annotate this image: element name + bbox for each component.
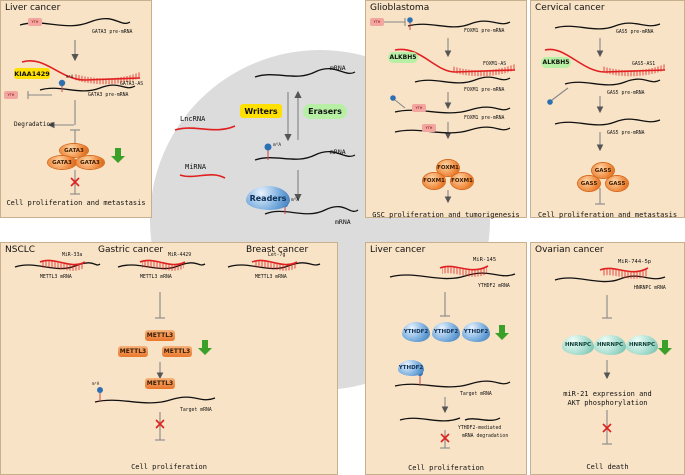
- gata3-protein: GATA3: [76, 156, 104, 169]
- panel-title: Glioblastoma: [370, 3, 430, 13]
- down-arrow-icon: [495, 325, 509, 340]
- readers-shell: Readers: [246, 186, 290, 210]
- panel-outcome: Cell proliferation and metastasis: [537, 211, 678, 219]
- mrna-bottom-line: [264, 205, 359, 215]
- label: YTHDF2-mediated: [458, 426, 502, 431]
- label: YTHDF2 mRNA: [478, 284, 510, 289]
- label: GATA3 pre-mRNA: [92, 30, 133, 35]
- reader-tab-icon: YTH: [412, 104, 426, 112]
- panel-outcome: GSC proliferation and tumorigenesis: [372, 211, 520, 219]
- m6a-label: m⁶A: [273, 143, 282, 148]
- label: LncRNA: [180, 115, 206, 123]
- reader-tab-icon: YTH: [422, 124, 436, 132]
- lncrna-line: [174, 125, 236, 131]
- label: METTL3 mRNA: [140, 275, 172, 280]
- gata3-protein: GATA3: [48, 156, 76, 169]
- panel-title: Cervical cancer: [535, 3, 605, 13]
- label: MiR-33a: [62, 253, 83, 258]
- label: AKT phosphorylation: [567, 399, 648, 407]
- label: GAS5 pre-mRNA: [607, 131, 645, 136]
- label: mRNA: [335, 218, 351, 226]
- label: METTL3 mRNA: [40, 275, 72, 280]
- panel-glioblastoma: Glioblastoma GSC proliferation and tumor…: [365, 0, 527, 219]
- label: mRNA: [330, 64, 346, 72]
- mettl3-protein: METTL3: [145, 330, 175, 341]
- mrna-top-line: [254, 67, 356, 78]
- gata3-as-hatch: [75, 72, 140, 85]
- label: miR-21 expression and: [563, 390, 652, 398]
- mrna-mid-line: [254, 150, 356, 161]
- panel-outcome: Cell proliferation: [408, 464, 484, 472]
- label: mRNA: [330, 148, 346, 156]
- ythdf2-shell: YTHDF2: [462, 322, 490, 342]
- gas5-protein: GAS5: [592, 163, 614, 178]
- gas5-protein: GAS5: [606, 176, 628, 191]
- hnrnpc-shell: HNRNPC: [562, 335, 594, 355]
- foxm1-protein: FOXM1: [451, 173, 473, 189]
- label: GAS5 pre-mRNA: [616, 30, 654, 35]
- ythdf2-shell: YTHDF2: [432, 322, 460, 342]
- gata3-pre-mrna2-line: [39, 84, 136, 92]
- panel-title-gastric: Gastric cancer: [98, 245, 164, 255]
- label: Target mRNA: [180, 408, 212, 413]
- label: Degradation: [14, 121, 54, 128]
- m6a-label: m⁶A: [92, 381, 100, 386]
- mettl3-protein: METTL3: [162, 346, 192, 357]
- panel-title-breast: Breast cancer: [246, 245, 309, 255]
- inhibit-x-icon: [70, 177, 80, 187]
- down-arrow-icon: [198, 340, 212, 355]
- panel-title-nsclc: NSCLC: [5, 245, 36, 255]
- panel-title: Liver cancer: [5, 3, 61, 13]
- label: Target mRNA: [460, 392, 492, 397]
- panel-title: Ovarian cancer: [535, 245, 604, 255]
- label: FOXM1 pre-mRNA: [464, 88, 505, 93]
- gata3-protein: GATA3: [60, 144, 88, 157]
- label: MiR-744-5p: [618, 259, 652, 265]
- down-arrow-icon: [111, 148, 125, 163]
- label: HNRNPC mRNA: [634, 286, 666, 291]
- kiaa1429-box: KIAA1429: [14, 68, 50, 79]
- mettl3-protein: METTL3: [145, 378, 175, 389]
- label: Let-7g: [268, 253, 286, 258]
- down-arrow-icon: [658, 340, 672, 355]
- m6a-label: m⁶A: [291, 198, 300, 203]
- foxm1-protein: FOXM1: [437, 160, 459, 176]
- label: MiR-145: [473, 257, 497, 263]
- panel-outcome: Cell death: [586, 463, 629, 471]
- panel-title: Liver cancer: [370, 245, 426, 255]
- m6a-label: m⁶A: [66, 74, 74, 79]
- reader-tab-icon: YTH: [370, 18, 384, 26]
- ythdf2-shell: YTHDF2: [398, 360, 424, 376]
- alkbh5-pill: ALKBH5: [541, 57, 571, 68]
- label: GAS5 pre-mRNA: [607, 91, 645, 96]
- label: GATA3 pre-mRNA: [88, 93, 129, 98]
- label: FOXM1 pre-mRNA: [464, 116, 505, 121]
- reader-tab-icon: YTH: [4, 91, 18, 99]
- label: GATA3-AS: [120, 82, 144, 87]
- label: MiR-4429: [168, 253, 192, 258]
- label: METTL3 mRNA: [255, 275, 287, 280]
- down-arrow-icon: [636, 155, 650, 170]
- m6a-dot: [58, 79, 66, 87]
- hnrnpc-shell: HNRNPC: [626, 335, 658, 355]
- label: mRNA degradation: [462, 434, 509, 439]
- gas5-protein: GAS5: [578, 176, 600, 191]
- alkbh5-pill: ALKBH5: [388, 52, 418, 63]
- erasers-pill: Erasers: [303, 104, 347, 119]
- ythdf2-shell: YTHDF2: [402, 322, 430, 342]
- reader-tab-icon: YTH: [28, 18, 42, 26]
- writers-box: Writers: [240, 104, 282, 118]
- panel-outcome: Cell proliferation and metastasis: [6, 199, 146, 207]
- label: GAS5-AS1: [632, 62, 656, 67]
- mirna-line: [179, 174, 226, 179]
- label: MiRNA: [185, 163, 207, 171]
- foxm1-protein: FOXM1: [423, 173, 445, 189]
- hnrnpc-shell: HNRNPC: [594, 335, 626, 355]
- panel-outcome: Cell proliferation: [131, 463, 207, 471]
- label: FOXM1 pre-mRNA: [464, 29, 505, 34]
- m6a-dot: [264, 143, 272, 151]
- mettl3-protein: METTL3: [118, 346, 148, 357]
- label: FOXM1-AS: [483, 62, 507, 67]
